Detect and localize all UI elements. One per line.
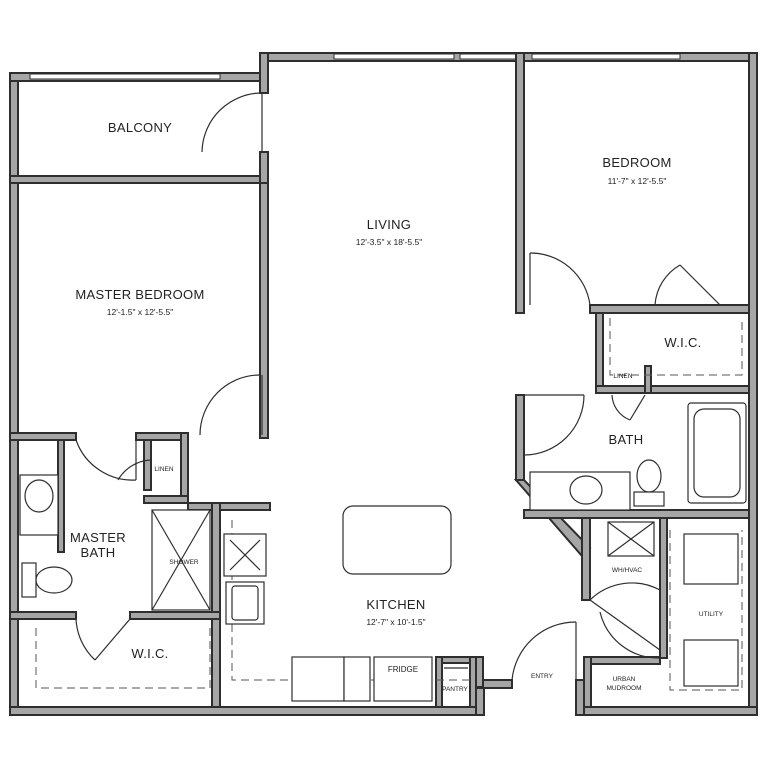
- master-bedroom-dimensions: 12'-1.5" x 12'-5.5": [107, 307, 173, 317]
- utility-label: UTILITY: [699, 611, 724, 618]
- master-bath-sink: [24, 479, 54, 513]
- bedroom-label: BEDROOM: [602, 155, 671, 170]
- door-swings: [75, 92, 721, 681]
- living-label: LIVING: [367, 217, 411, 232]
- interior-walls: [9, 52, 750, 708]
- fridge-label: FRIDGE: [388, 665, 418, 674]
- balcony-label: BALCONY: [108, 120, 172, 135]
- fridge: [373, 656, 433, 702]
- washer: [683, 533, 739, 585]
- kitchen-dimensions: 12'-7" x 10'-1.5": [366, 617, 425, 627]
- mudroom-label-line2: MUDROOM: [606, 685, 641, 692]
- kitchen-island: [342, 505, 452, 575]
- dryer: [683, 639, 739, 687]
- wh-hvac-label: WH/HVAC: [612, 567, 643, 574]
- bath-label: BATH: [609, 432, 644, 447]
- linen-left-label: LINEN: [154, 466, 173, 473]
- master-wic-label: W.I.C.: [131, 646, 168, 661]
- bedroom-wic-label: W.I.C.: [664, 335, 701, 350]
- pantry-label: PANTRY: [442, 686, 468, 693]
- master-bath-toilet: [35, 566, 73, 594]
- master-bath-label-line2: BATH: [81, 545, 116, 560]
- mudroom-label-line1: URBAN: [613, 676, 636, 683]
- entry-label: ENTRY: [531, 673, 554, 680]
- bedroom-dimensions: 11'-7" x 12'-5.5": [608, 176, 667, 186]
- bath-toilet: [636, 459, 662, 493]
- master-bedroom-label: MASTER BEDROOM: [75, 287, 204, 302]
- fixtures: [19, 402, 747, 702]
- master-bath-label-line1: MASTER: [70, 530, 126, 545]
- shower-label: SHOWER: [169, 559, 199, 566]
- room-labels: BALCONY LIVING 12'-3.5" x 18'-5.5" BEDRO…: [70, 120, 724, 693]
- bath-sink: [569, 475, 603, 505]
- living-dimensions: 12'-3.5" x 18'-5.5": [356, 237, 422, 247]
- linen-right-label: LINEN: [613, 373, 632, 380]
- kitchen-label: KITCHEN: [366, 597, 425, 612]
